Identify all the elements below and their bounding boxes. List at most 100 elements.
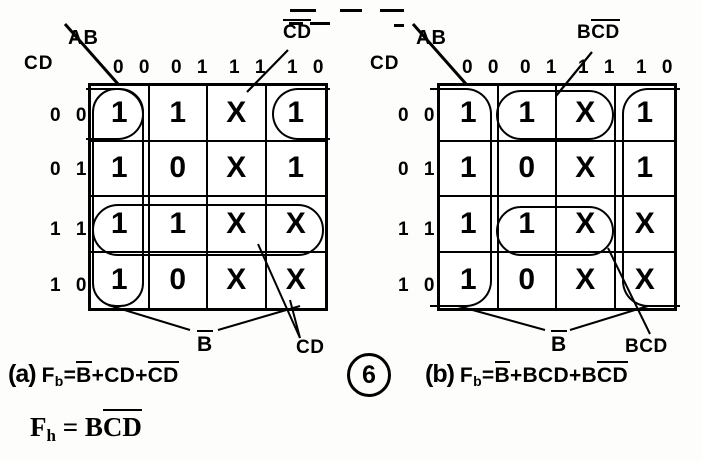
- kmap-cell[interactable]: 1: [615, 142, 674, 197]
- row-header-b-1: 0 1: [398, 159, 440, 180]
- cell-value: X: [634, 263, 655, 297]
- kmap-cell[interactable]: X: [615, 197, 674, 253]
- kmap-cell[interactable]: X: [208, 197, 267, 253]
- cell-value: 1: [636, 95, 654, 129]
- kmap-cell[interactable]: 1: [149, 86, 208, 142]
- kmap-cell[interactable]: 1: [266, 86, 325, 142]
- kmap-cell[interactable]: 1: [91, 141, 150, 197]
- formula-b-body: Fb=B+BCD+BCD: [459, 361, 629, 389]
- annotation-part-b-bar: B: [551, 330, 567, 356]
- formula-fh-eq: =: [62, 412, 79, 442]
- kmap-cell[interactable]: 1: [440, 86, 499, 142]
- cell-value: X: [226, 151, 247, 185]
- kmap-cell[interactable]: 1: [266, 142, 325, 197]
- annotation-part-bcd: BCD: [625, 336, 668, 357]
- col-header-b-1: 0 1: [520, 57, 562, 78]
- cell-value: X: [285, 263, 306, 297]
- scan-artifact-dash: [394, 24, 404, 27]
- row-header-a-1: 0 1: [50, 159, 92, 180]
- kmap-grid-a: 1 1 X 1 1 0 X 1 1 1 X X 1 0 X X: [88, 83, 328, 311]
- annotation-part-d-bar: D: [605, 19, 620, 43]
- col-header-a-3: 1 0: [287, 57, 329, 78]
- kmap-cell[interactable]: X: [557, 252, 616, 308]
- row-header-b-2: 1 1: [398, 219, 440, 240]
- col-header-a-2: 1 1: [229, 57, 271, 78]
- col-header-a-0: 0 0: [113, 57, 155, 78]
- kmap-cell[interactable]: 1: [149, 197, 208, 253]
- kmap-cell[interactable]: 0: [149, 141, 208, 197]
- row-header-a-0: 0 0: [50, 105, 92, 126]
- kmap-cell[interactable]: 1: [440, 252, 499, 308]
- formula-a-lhs: F: [41, 364, 55, 387]
- kmap-grid-b: 1 1 X 1 1 0 X 1 1 1 X X 1 0 X X: [437, 83, 677, 311]
- kmap-cell[interactable]: X: [266, 197, 325, 253]
- annotation-cbar-dbar-a: CD: [283, 19, 312, 44]
- kmap-cell[interactable]: 1: [498, 197, 557, 253]
- axis-diagonal-icon: [411, 23, 468, 85]
- formula-fh-c-bar: C: [102, 409, 123, 442]
- scan-artifact-dash: [340, 9, 362, 12]
- annotation-part-b-bar: B: [197, 330, 213, 356]
- annotation-part-cd: CD: [296, 337, 325, 358]
- figure-number-label: 6: [362, 360, 376, 389]
- scan-artifact-dash: [380, 9, 404, 12]
- cell-value: X: [575, 151, 596, 185]
- kmap-cell[interactable]: X: [208, 141, 267, 197]
- cell-value: 0: [169, 263, 187, 297]
- kmap-cell[interactable]: X: [616, 253, 675, 309]
- cell-value: 1: [169, 95, 187, 129]
- kmap-cell[interactable]: 1: [91, 197, 150, 253]
- cell-value: 1: [518, 206, 536, 240]
- formula-a-term1-cd: CD: [104, 364, 136, 387]
- formula-a-term2-c-bar: C: [147, 361, 164, 387]
- annotation-cd-a: CD: [296, 337, 324, 359]
- annotation-part-c-bar: C: [591, 19, 606, 43]
- cell-value: 1: [110, 151, 128, 185]
- formula-a-tag: (a): [8, 360, 37, 388]
- kmap-cell[interactable]: X: [557, 141, 616, 197]
- kmap-cell[interactable]: 0: [498, 141, 557, 197]
- cell-value: X: [634, 206, 655, 240]
- col-header-b-0: 0 0: [462, 57, 504, 78]
- annotation-part-b: B: [577, 22, 592, 43]
- row-header-a-2: 1 1: [50, 219, 92, 240]
- kmap-cell[interactable]: 0: [499, 252, 557, 308]
- kmap-cell[interactable]: X: [267, 253, 326, 309]
- row-header-b-0: 0 0: [398, 105, 440, 126]
- formula-a-term0-b-bar: B: [76, 361, 93, 387]
- formula-b-lhs-sub: b: [473, 373, 482, 389]
- kmap-cell[interactable]: 1: [615, 86, 674, 142]
- formula-fh: Fh = BCD: [30, 409, 142, 446]
- kmap-cell[interactable]: 1: [498, 86, 557, 142]
- annotation-b-bar-a: B: [197, 330, 213, 357]
- cell-value: 1: [459, 95, 477, 129]
- axis-label-ab-b: AB: [416, 27, 447, 49]
- kmap-cell[interactable]: 1: [91, 252, 150, 308]
- formula-a-term2-d-bar: D: [163, 361, 180, 387]
- formula-fh-b: B: [84, 412, 103, 442]
- cell-value: 1: [459, 263, 477, 297]
- formula-b-tag: (b): [425, 360, 455, 388]
- annotation-b-bar-b: B: [551, 330, 567, 357]
- kmap-cell[interactable]: 1: [440, 141, 499, 197]
- formula-b: (b) Fb=B+BCD+BCD: [425, 360, 629, 389]
- formula-b-term2-c-bar: C: [597, 361, 613, 387]
- cell-value: 1: [287, 95, 305, 129]
- cell-value: 1: [110, 206, 128, 240]
- annotation-bcd-b: BCD: [625, 336, 668, 358]
- kmap-cell[interactable]: X: [208, 252, 267, 308]
- cell-value: 1: [459, 151, 477, 185]
- kmap-cell[interactable]: X: [557, 86, 616, 142]
- kmap-cell[interactable]: 1: [91, 86, 150, 142]
- kmap-cell[interactable]: X: [557, 197, 616, 253]
- formula-fh-d-bar: D: [122, 409, 142, 442]
- kmap-cell[interactable]: 0: [150, 252, 208, 308]
- annotation-bcbar-dbar-b: BCD: [577, 19, 620, 44]
- formula-a-body: Fb=B+CD+CD: [41, 361, 180, 389]
- formula-b-term2-d-bar: D: [612, 361, 629, 387]
- cell-value: X: [285, 206, 306, 240]
- formula-b-term0-b-bar: B: [494, 361, 511, 387]
- cell-value: 0: [518, 151, 536, 185]
- kmap-cell[interactable]: X: [208, 86, 267, 142]
- kmap-cell[interactable]: 1: [440, 197, 499, 253]
